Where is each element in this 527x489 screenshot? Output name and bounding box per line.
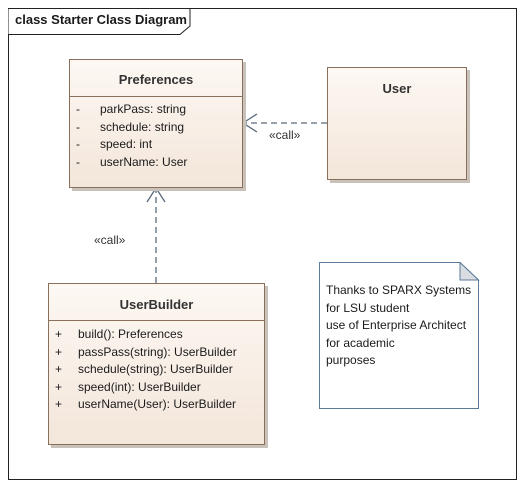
- note-line: for academic: [326, 335, 395, 350]
- operation-text: userName(User): UserBuilder: [78, 397, 237, 411]
- operation-text: schedule(string): UserBuilder: [78, 362, 233, 376]
- operation-row: + userName(User): UserBuilder: [49, 396, 264, 414]
- visibility-marker: +: [55, 379, 63, 394]
- operation-row: + speed(int): UserBuilder: [49, 379, 264, 397]
- operation-row: + build(): Preferences: [49, 326, 264, 344]
- attribute-row: - parkPass: string: [70, 101, 242, 119]
- visibility-marker: -: [76, 119, 80, 134]
- visibility-marker: +: [55, 327, 63, 341]
- operation-text: passPass(string): UserBuilder: [78, 344, 237, 359]
- note-line: Thanks to SPARX Systems: [326, 283, 472, 297]
- note-line: for LSU student: [326, 300, 410, 315]
- user-to-preferences-arrowhead: [241, 113, 258, 133]
- preferences-class-name: Preferences: [118, 72, 194, 87]
- note-text: Thanks to SPARX Systems for LSU student …: [326, 282, 471, 370]
- visibility-marker: +: [55, 362, 63, 376]
- operation-text: speed(int): UserBuilder: [78, 379, 201, 394]
- attribute-row: - userName: User: [70, 154, 242, 172]
- attribute-text: speed: int: [100, 137, 153, 151]
- user-to-preferences-stereotype: «call»: [269, 128, 301, 142]
- visibility-marker: +: [55, 397, 63, 411]
- note[interactable]: Thanks to SPARX Systems for LSU student …: [319, 262, 480, 409]
- attribute-row: - schedule: string: [70, 119, 242, 137]
- operation-text: build(): Preferences: [78, 327, 183, 341]
- attribute-row: - speed: int: [70, 136, 242, 154]
- userbuilder-class-name: UserBuilder: [119, 297, 194, 312]
- visibility-marker: -: [76, 154, 80, 169]
- attribute-text: parkPass: string: [100, 102, 187, 116]
- preferences-class[interactable]: Preferences - parkPass: string - schedul…: [69, 59, 243, 188]
- note-line: use of Enterprise Architect: [326, 318, 467, 332]
- userbuilder-operations: + build(): Preferences + passPass(string…: [49, 326, 264, 414]
- preferences-class-divider: [70, 96, 242, 97]
- preferences-attributes: - parkPass: string - schedule: string - …: [70, 101, 242, 171]
- user-class[interactable]: User: [327, 67, 467, 180]
- userbuilder-to-preferences-stereotype: «call»: [94, 233, 126, 247]
- visibility-marker: +: [55, 344, 63, 359]
- attribute-text: schedule: string: [100, 119, 185, 134]
- visibility-marker: -: [76, 102, 80, 116]
- operation-row: + passPass(string): UserBuilder: [49, 344, 264, 362]
- note-line: purposes: [326, 353, 376, 367]
- operation-row: + schedule(string): UserBuilder: [49, 361, 264, 379]
- attribute-text: userName: User: [100, 154, 188, 169]
- userbuilder-to-preferences-arrowhead: [146, 186, 166, 203]
- diagram-title: class Starter Class Diagram: [15, 12, 187, 27]
- visibility-marker: -: [76, 137, 80, 151]
- user-class-name: User: [382, 81, 412, 96]
- userbuilder-class[interactable]: UserBuilder + build(): Preferences + pas…: [48, 283, 265, 445]
- note-shape: [319, 262, 480, 409]
- userbuilder-class-divider: [49, 320, 264, 321]
